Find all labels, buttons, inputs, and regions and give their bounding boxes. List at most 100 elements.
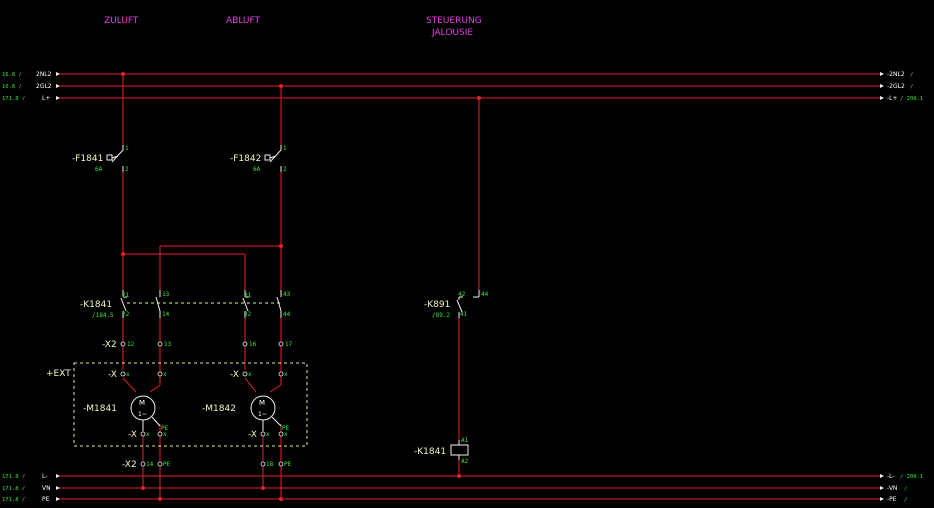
rail-2gl2-right-label: -2GL2 [887,83,905,90]
k891-pin-41: 41 [460,311,468,318]
fuse-f1841-name: -F1841 [72,154,103,164]
fuse-f1842[interactable]: -F1842 6A 1 2 [230,145,287,173]
motor-m1842-symbol-ac: 1~ [258,411,267,418]
motor-m1842-pin-2: x [284,371,288,378]
rail-lplus-label: L+ [42,95,50,102]
contactor-k1841-ref: /184.5 [92,312,114,319]
rail-2gl2-right-ref: / [910,84,913,90]
contactor-k891[interactable]: -K891 /89.2 42 41 44 [424,290,489,319]
rail-2nl2-label: 2NL2 [36,71,52,78]
motor-m1842-name: -M1842 [202,404,236,414]
contactor-k1841-name: -K1841 [80,300,112,310]
coil-k1841[interactable]: -K1841 A1 A2 [414,437,469,465]
terminal-x2-13: 13 [164,341,172,348]
rail-lminus-left-ref: 171.8 / [2,474,25,480]
k1841-pin-14: 14 [162,311,170,318]
motor-m1841-symbol-ac: 1~ [138,411,147,418]
rail-2gl2-label: 2GL2 [36,83,52,90]
k1841-pin-32: 32 [244,311,252,318]
header-abluft: ABLUFT [226,16,261,26]
fuse-f1842-pin-bot: 2 [283,166,287,173]
terminal-x2-pe-2: PE [284,461,292,468]
rail-lminus: 171.8 / L- -L- / 200.1 [2,473,923,480]
fuse-f1841-rating: 6A [95,166,103,173]
contactor-k891-ref: /89.2 [432,312,450,319]
header-jalousie: JALOUSIE [431,28,473,38]
terminal-x2-16: 16 [249,341,257,348]
rail-2nl2-right-ref: / [910,72,913,78]
junctions [121,72,481,501]
contactor-k1841[interactable]: -K1841 /184.5 21 22 13 14 31 32 43 44 [80,290,291,319]
wires-steuerung [458,98,480,476]
terminal-x2-12: 12 [127,341,135,348]
motor-m1841[interactable]: -X x x M 1~ -M1841 -X x PE x [83,370,169,440]
motor-m1842-pin-3: x [266,431,270,438]
motor-m1842-x-bot: -X [248,430,257,440]
rail-pe-right-label: -PE [887,496,897,503]
coil-k1841-a2: A2 [461,458,469,465]
motor-m1841-pin-3: x [146,431,150,438]
fuse-f1841[interactable]: -F1841 6A 1 2 [72,145,129,173]
rail-lplus-left-ref: 171.8 / [2,96,25,102]
motor-m1841-symbol-m: M [139,399,145,407]
terminal-x2-upper-name: -X2 [102,340,117,350]
fuse-f1841-pin-top: 1 [125,145,129,152]
terminal-x2-lower-name: -X2 [122,460,137,470]
motor-m1842-pe: PE [282,425,290,432]
fuse-f1841-pin-bot: 2 [125,166,129,173]
rail-pe-label: PE [42,496,50,503]
motor-m1841-x-top: -X [108,370,117,380]
rail-lplus: 171.8 / L+ -L+ / 200.1 [2,95,923,102]
motor-m1842-symbol-m: M [259,399,265,407]
terminal-x2-14: 14 [146,461,154,468]
rail-2nl2-right-label: -2NL2 [887,71,905,78]
terminal-x2-18: 18 [266,461,274,468]
k1841-pin-21: 21 [122,292,130,299]
header-zuluft: ZULUFT [104,16,139,26]
fuse-f1842-pin-top: 1 [283,145,287,152]
k1841-pin-31: 31 [244,292,252,299]
rail-lplus-right-ref: / 200.1 [900,96,923,102]
motor-m1842-x-top: -X [230,370,239,380]
ext-box: +EXT [46,362,308,447]
header-steuerung: STEUERUNG [426,16,482,26]
rail-pe-right-ref: / [904,497,907,503]
terminal-x2-17: 17 [285,341,293,348]
coil-k1841-name: -K1841 [414,447,446,457]
rail-lminus-label: L- [42,473,47,480]
rail-lminus-right-ref: / 200.1 [900,474,923,480]
k1841-pin-44: 44 [283,311,291,318]
rail-2nl2-left-ref: 16.8 / [2,72,22,78]
rail-pe-left-ref: 171.8 / [2,497,25,503]
rail-vn: 171.8 / VN -VN / [2,485,907,492]
motor-m1841-pin-4: x [163,431,167,438]
contactor-k891-name: -K891 [424,300,450,310]
ext-box-label: +EXT [46,369,71,379]
motor-m1841-x-bot: -X [128,430,137,440]
motor-m1842-pin-1: x [248,371,252,378]
rail-2gl2: 10.8 / 2GL2 -2GL2 / [2,83,913,90]
terminal-x2-pe-1: PE [163,461,171,468]
motor-m1842-pin-4: x [284,431,288,438]
k1841-pin-13: 13 [162,291,170,298]
coil-k1841-a1: A1 [461,437,469,444]
rail-2gl2-left-ref: 10.8 / [2,84,22,90]
rail-vn-left-ref: 171.8 / [2,486,25,492]
rail-lminus-right-label: -L- [887,473,895,480]
k891-pin-44: 44 [481,291,489,298]
motor-m1841-pin-2: x [163,371,167,378]
k1841-pin-43: 43 [283,291,291,298]
rail-2nl2: 16.8 / 2NL2 -2NL2 / [2,71,913,78]
terminal-strip-x2-upper: -X2 12 13 16 17 [102,340,293,350]
fuse-f1842-rating: 6A [253,166,261,173]
motor-m1842[interactable]: -X x x M 1~ -M1842 -X x PE x [202,370,290,440]
rail-lplus-right-label: -L+ [887,95,898,102]
motor-m1841-pin-1: x [126,371,130,378]
rail-vn-right-ref: / [904,486,907,492]
k891-pin-42: 42 [458,291,466,298]
fuse-f1842-name: -F1842 [230,154,261,164]
rail-vn-label: VN [42,485,51,492]
rail-vn-right-label: -VN [887,485,897,492]
motor-m1841-name: -M1841 [83,404,117,414]
